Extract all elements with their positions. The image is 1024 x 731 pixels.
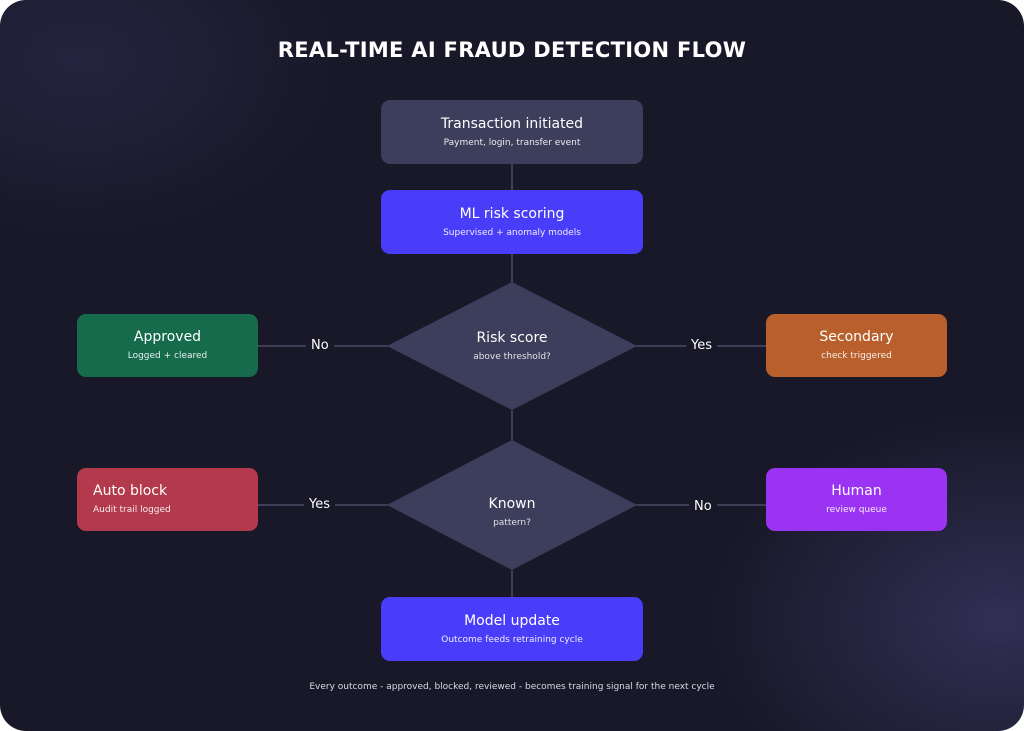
node-transaction-title: Transaction initiated: [440, 115, 584, 132]
node-human-subtitle: review queue: [826, 505, 887, 515]
diagram-title: REAL-TIME AI FRAUD DETECTION FLOW: [277, 38, 747, 62]
node-transaction: Transaction initiated Payment, login, tr…: [381, 100, 643, 164]
node-auto-block-title: Auto block: [93, 483, 168, 499]
edge-label-risk-yes: Yes: [686, 338, 717, 354]
risk-decision-title: Risk score: [476, 329, 548, 346]
footnote: Every outcome - approved, blocked, revie…: [309, 682, 715, 692]
node-approved-title: Approved: [133, 329, 202, 345]
known-decision-title: Known: [488, 495, 536, 512]
node-secondary-title: Secondary: [819, 329, 894, 345]
node-approved-subtitle: Logged + cleared: [127, 351, 208, 361]
node-transaction-subtitle: Payment, login, transfer event: [443, 137, 581, 148]
risk-decision-diamond: [387, 282, 637, 410]
known-decision-label: Known pattern?: [432, 487, 592, 537]
node-auto-block: Auto block Audit trail logged: [77, 468, 258, 531]
node-ml-scoring-title: ML risk scoring: [459, 205, 565, 222]
risk-decision-label: Risk score above threshold?: [432, 318, 592, 374]
known-decision-subtitle: pattern?: [493, 517, 531, 528]
known-decision-diamond: [387, 440, 637, 570]
node-secondary: Secondary check triggered: [766, 314, 947, 377]
node-secondary-subtitle: check triggered: [821, 351, 892, 361]
node-model-update-title: Model update: [464, 612, 560, 629]
edge-label-known-yes: Yes: [304, 497, 335, 513]
node-human: Human review queue: [766, 468, 947, 531]
node-ml-scoring-subtitle: Supervised + anomaly models: [443, 227, 581, 238]
node-approved: Approved Logged + cleared: [77, 314, 258, 377]
edge-label-known-no: No: [689, 499, 717, 515]
node-human-title: Human: [831, 483, 882, 499]
risk-decision-subtitle: above threshold?: [473, 351, 551, 362]
node-model-update-subtitle: Outcome feeds retraining cycle: [441, 634, 583, 645]
node-ml-scoring: ML risk scoring Supervised + anomaly mod…: [381, 190, 643, 254]
edge-label-risk-no: No: [306, 338, 334, 354]
node-model-update: Model update Outcome feeds retraining cy…: [381, 597, 643, 661]
node-auto-block-subtitle: Audit trail logged: [93, 505, 171, 515]
